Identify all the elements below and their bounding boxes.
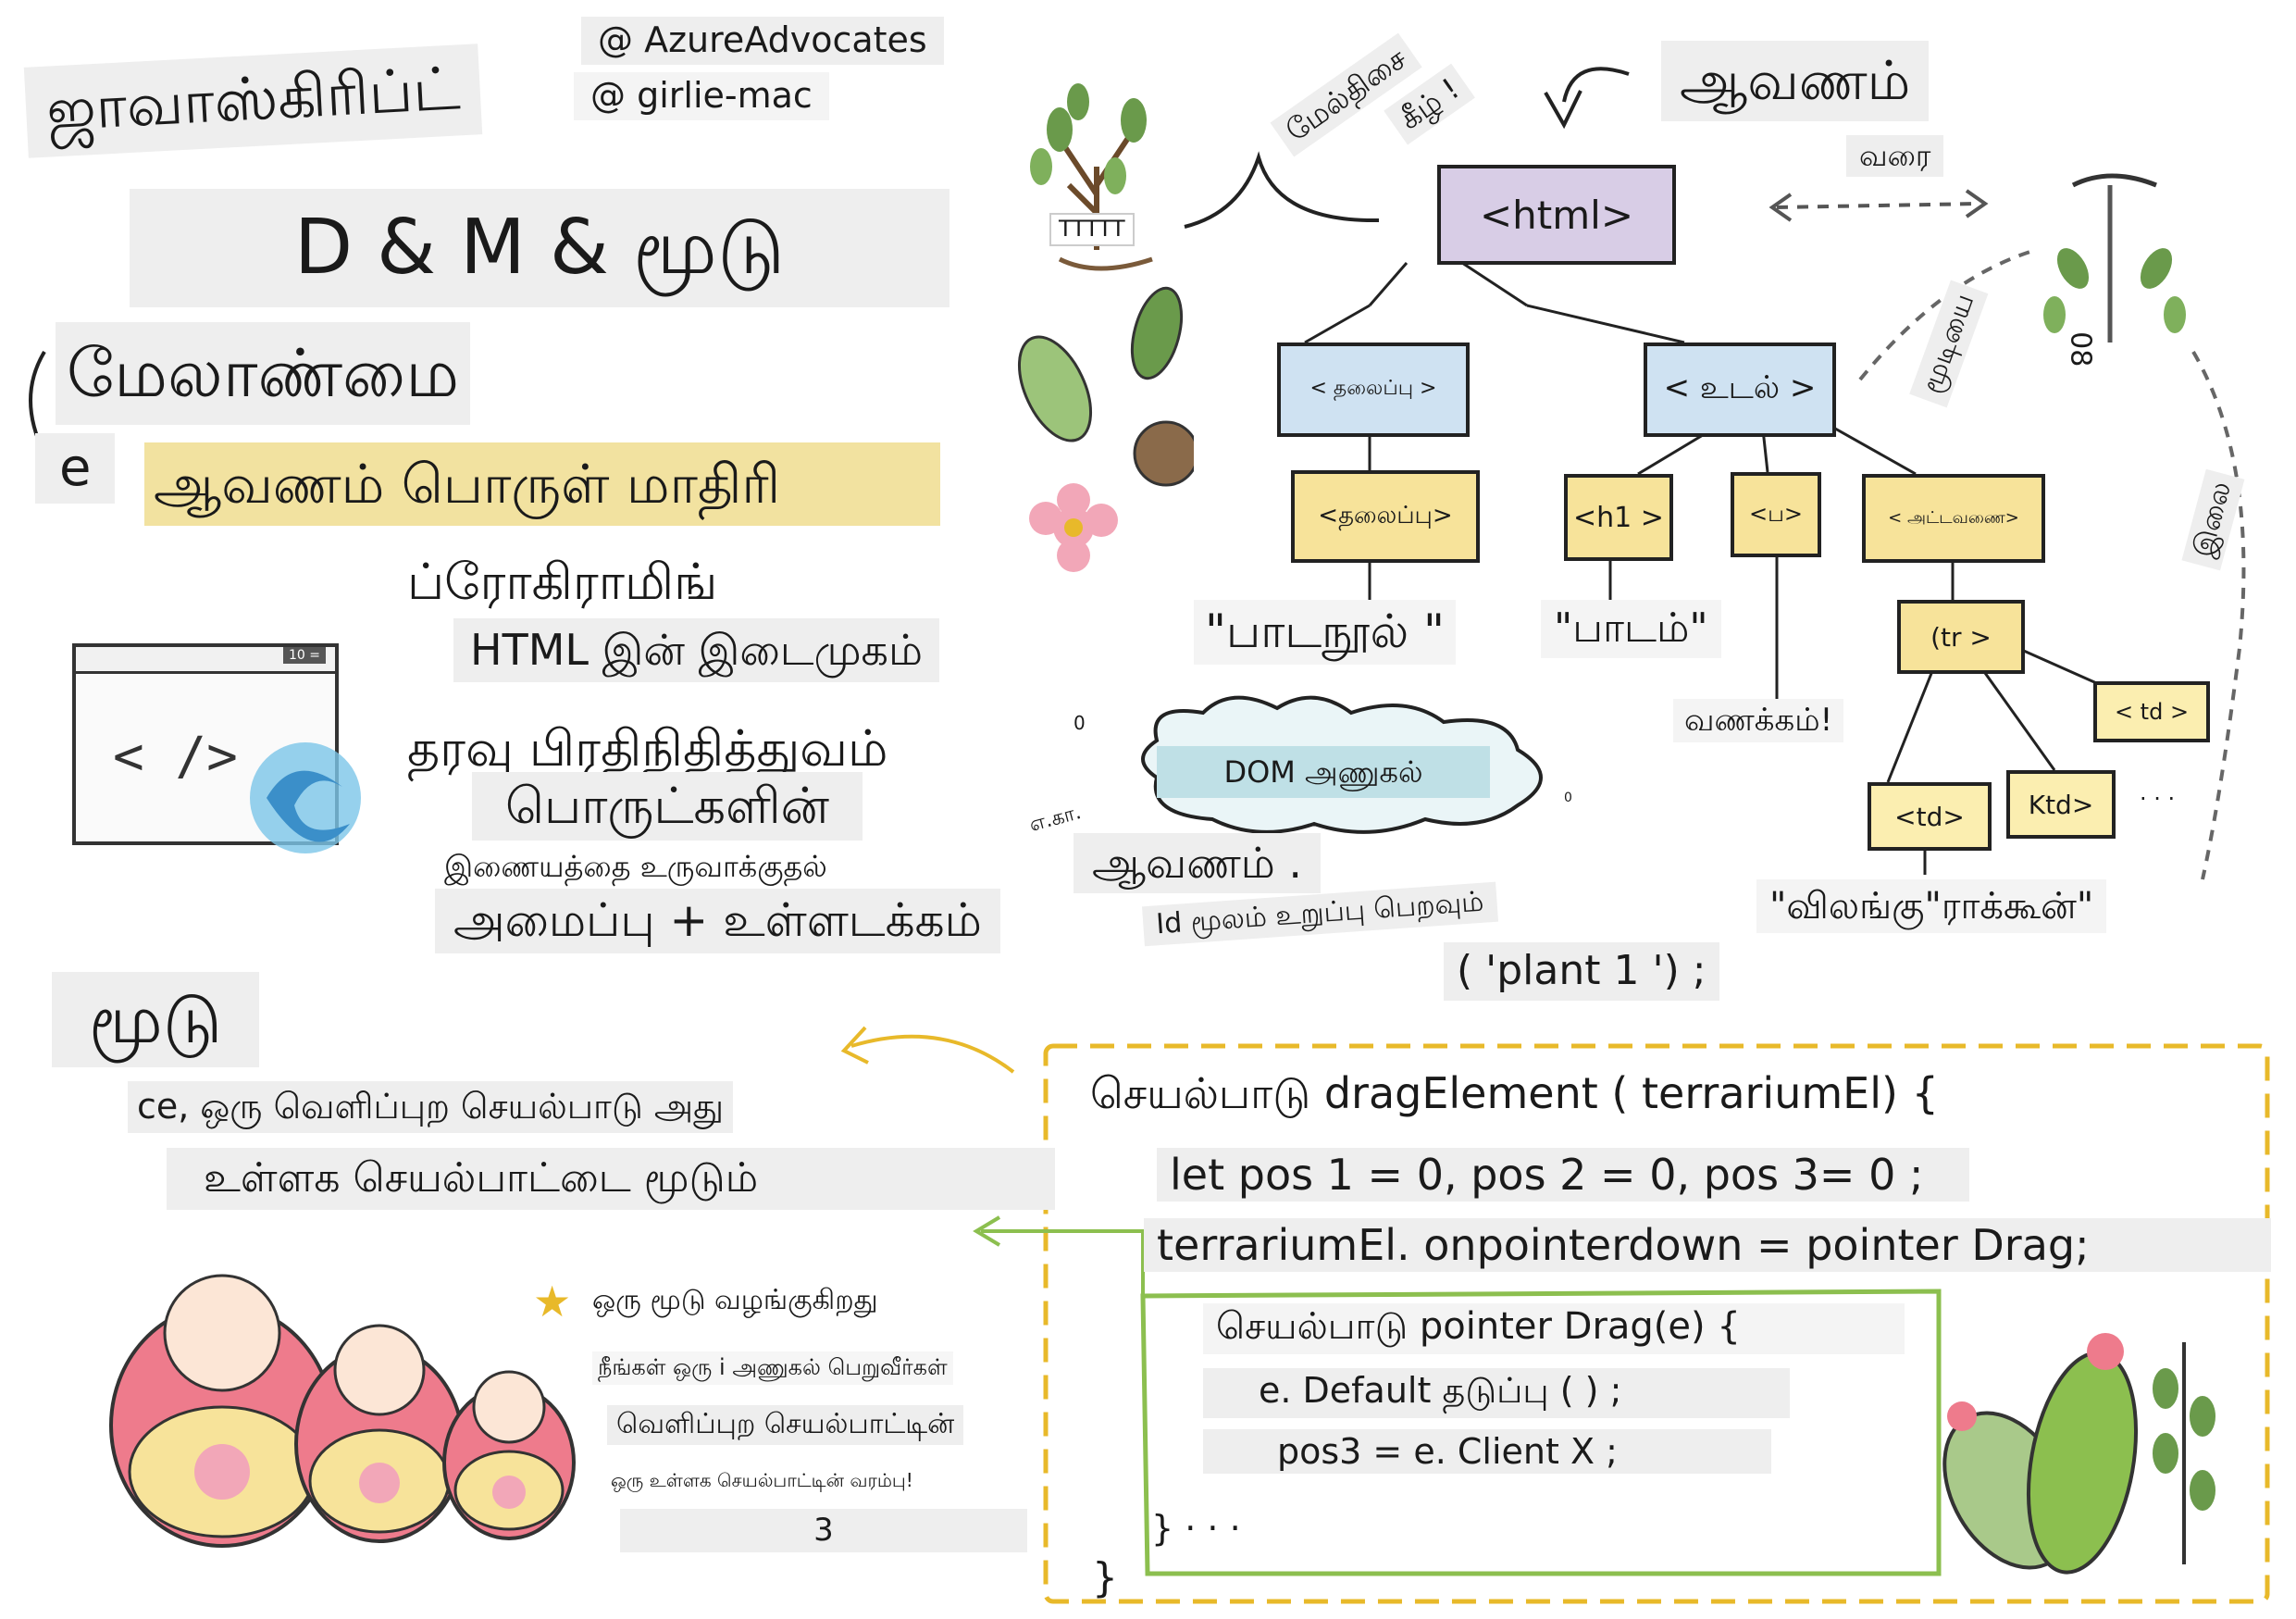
code-line-1: செயல்பாடு dragElement ( terrariumEl) {: [1077, 1066, 1952, 1127]
node-table: < அட்டவணை>: [1862, 474, 2045, 563]
browser-zoom: 10 =: [283, 647, 326, 664]
closure-title: மூடு: [52, 972, 259, 1067]
sprout-icon: [2043, 173, 2186, 342]
structure-label: அமைப்பு + உள்ளடக்கம்: [435, 889, 1000, 953]
roots-label: TTTTT: [1049, 213, 1135, 246]
plant-icon: [1030, 83, 1153, 271]
handle-azure: @ AzureAdvocates: [581, 17, 944, 65]
code-line-2: let pos 1 = 0, pos 2 = 0, pos 3= 0 ;: [1157, 1148, 1969, 1202]
cloud-zero-1: 0: [1074, 712, 1086, 734]
code-line-6: pos3 = e. Client X ;: [1203, 1429, 1771, 1474]
node-td-3: Ktd>: [2006, 770, 2116, 839]
code-line-7: } · · ·: [1151, 1508, 1241, 1549]
document-label: ஆவணம்: [1661, 41, 1930, 121]
closure-note-2: நீங்கள் ஒரு i அணுகல் பெறுவீர்கள்: [592, 1351, 953, 1385]
closure-note-1: ஒரு மூடு வழங்குகிறது: [592, 1284, 878, 1316]
node-html: <html>: [1437, 165, 1676, 265]
programming-label: ப்ரோகிராமிங்: [407, 553, 718, 611]
node-td-1: < td >: [2093, 681, 2210, 742]
cactus-icon: [1942, 1333, 2215, 1575]
edge-logo-icon: [250, 742, 361, 853]
leaves-flower-icon: [1017, 286, 1194, 572]
matryoshka-dolls-icon: [109, 1274, 576, 1548]
node-p: <ப>: [1731, 472, 1821, 557]
text-td: "விலங்கு"ராக்கூன்": [1756, 879, 2107, 933]
cloud-zero-2: 0: [1564, 791, 1572, 805]
star-icon: ★: [533, 1277, 572, 1326]
cloud-document: ஆவணம் .: [1074, 833, 1321, 893]
topic-subtitle: மேலாண்மை: [56, 322, 471, 425]
data-rep-label: தரவு பிரதிநிதித்துவம்: [407, 719, 888, 778]
code-line-5: e. Default தடுப்பு ( ) ;: [1203, 1368, 1790, 1418]
handle-girlie: @ girlie-mac: [574, 72, 829, 120]
text-h1: "பாடம்": [1541, 600, 1721, 658]
node-tr: (tr >: [1897, 600, 2025, 674]
code-brackets-icon: < />: [113, 727, 238, 787]
topic-title: D & M & மூடு: [130, 189, 949, 307]
code-line-3: terrariumEl. onpointerdown = pointer Dra…: [1144, 1218, 2271, 1272]
closure-note-4: ஒரு உள்ளக செயல்பாட்டின் வரம்பு!: [611, 1469, 913, 1491]
cloud-label: DOM அணுகல்: [1157, 746, 1490, 798]
connect-label: இணையத்தை உருவாக்குதல்: [444, 849, 827, 884]
node-head: < தலைப்பு >: [1277, 342, 1470, 437]
node-h1: <h1 >: [1564, 474, 1673, 561]
cloud-plant: ( 'plant 1 ') ;: [1444, 942, 1719, 1001]
text-title: "பாடநூல் ": [1194, 600, 1457, 665]
browser-tabbar: 10 =: [76, 647, 335, 674]
code-line-4: செயல்பாடு pointer Drag(e) {: [1203, 1303, 1905, 1354]
closure-line-1: ce, ஒரு வெளிப்புற செயல்பாடு அது: [128, 1081, 734, 1133]
node-dots: · · ·: [2140, 786, 2176, 812]
code-line-8: }: [1092, 1554, 1118, 1601]
draw-label: வரை: [1846, 135, 1944, 177]
dom-highlight: ஆவணம் பொருள் மாதிரி: [144, 442, 940, 526]
closure-note-5: 3: [620, 1509, 1027, 1553]
objects-label: பொருட்களின்: [472, 772, 863, 841]
e-letter: e: [35, 433, 116, 504]
node-body: < உடல் >: [1644, 342, 1836, 437]
sprout-number: 08: [2064, 331, 2097, 367]
text-p: வணக்கம்!: [1673, 699, 1844, 743]
html-interface-label: HTML இன் இடைமுகம்: [453, 618, 939, 682]
closure-note-3: வெளிப்புற செயல்பாட்டின்: [607, 1405, 964, 1445]
node-td-2: <td>: [1868, 782, 1992, 851]
node-title: <தலைப்பு>: [1291, 470, 1480, 563]
closure-line-2: உள்ளக செயல்பாட்டை மூடும்: [167, 1148, 1055, 1210]
